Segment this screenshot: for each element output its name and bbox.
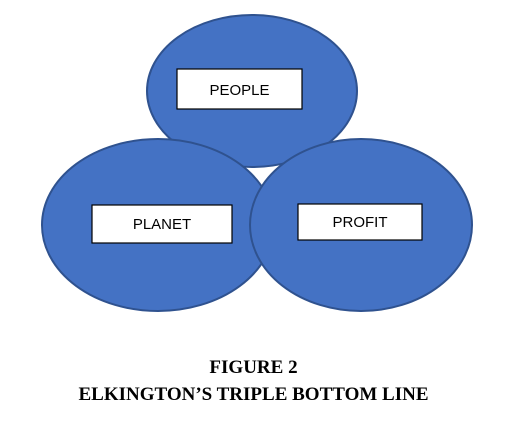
- profit-label: PROFIT: [333, 214, 388, 231]
- planet-label: PLANET: [133, 216, 191, 233]
- figure-number: FIGURE 2: [209, 357, 298, 378]
- figure-title: ELKINGTON’S TRIPLE BOTTOM LINE: [78, 384, 429, 405]
- people-label: PEOPLE: [209, 82, 269, 99]
- planet-label-box: [91, 204, 233, 244]
- profit-label-box: [297, 203, 423, 241]
- triple-bottom-line-diagram: PEOPLE PLANET PROFIT: [41, 14, 473, 312]
- people-label-box: [176, 68, 303, 110]
